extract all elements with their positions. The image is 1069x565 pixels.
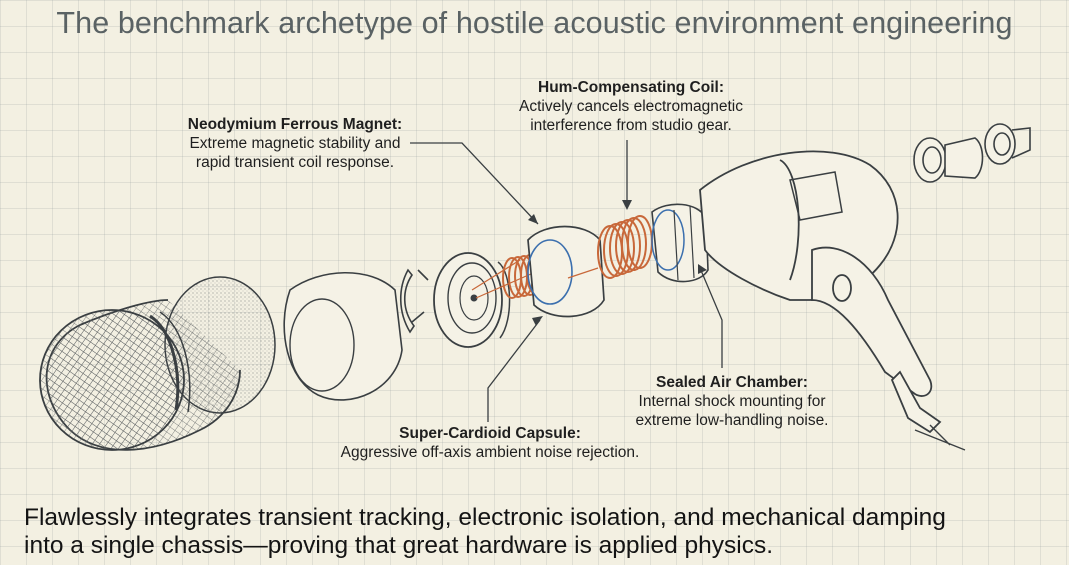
conclusion-line: into a single chassis—proving that great… (24, 532, 1054, 560)
callout-title: Sealed Air Chamber: (608, 373, 856, 392)
super-cardioid-capsule (434, 253, 510, 347)
conclusion-text: Flawlessly integrates transient tracking… (24, 504, 1054, 560)
callout-sealed-air-chamber: Sealed Air Chamber: Internal shock mount… (608, 373, 856, 430)
callout-hum-compensating-coil: Hum-Compensating Coil: Actively cancels … (500, 78, 762, 135)
callout-title: Hum-Compensating Coil: (500, 78, 762, 97)
callout-title: Super-Cardioid Capsule: (318, 424, 662, 443)
capsule-cup (284, 273, 402, 400)
xlr-connector (914, 124, 1030, 182)
retaining-clip (401, 270, 428, 332)
callout-text: Extreme magnetic stability and (160, 134, 430, 153)
callout-title: Neodymium Ferrous Magnet: (160, 115, 430, 134)
leader-chamber (700, 268, 722, 368)
conclusion-line: Flawlessly integrates transient tracking… (24, 504, 1054, 532)
callout-text: Aggressive off-axis ambient noise reject… (318, 443, 662, 462)
callout-text: rapid transient coil response. (160, 153, 430, 172)
neodymium-magnet (528, 227, 604, 317)
arrowhead-coil (622, 200, 632, 210)
callout-super-cardioid-capsule: Super-Cardioid Capsule: Aggressive off-a… (318, 424, 662, 462)
arrowhead-capsule (532, 316, 543, 326)
callout-text: Internal shock mounting for (608, 392, 856, 411)
grille-head (40, 277, 275, 450)
leader-capsule (488, 320, 540, 422)
callout-neodymium-magnet: Neodymium Ferrous Magnet: Extreme magnet… (160, 115, 430, 172)
callout-text: interference from studio gear. (500, 116, 762, 135)
callout-text: Actively cancels electromagnetic (500, 97, 762, 116)
